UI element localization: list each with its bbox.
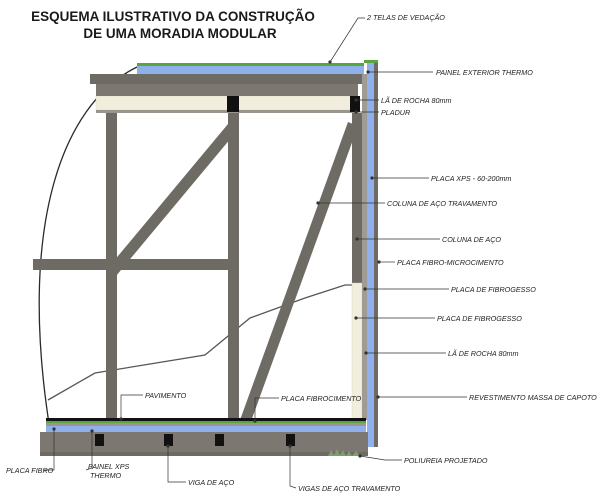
section-cut-line bbox=[47, 284, 355, 401]
steel-diagonal-brace-left bbox=[108, 124, 236, 276]
steel-column-right bbox=[352, 113, 362, 283]
leader-dot-placa-fibrocimento bbox=[253, 419, 257, 423]
label-placa-fibrogesso-1: PLACA DE FIBROGESSO bbox=[451, 285, 536, 294]
label-la-rocha-bottom: LÃ DE ROCHA 80mm bbox=[448, 349, 518, 358]
steel-mid-beam bbox=[33, 259, 230, 270]
wall-exterior-steel bbox=[374, 62, 378, 447]
label-coluna-aco: COLUNA DE AÇO bbox=[442, 235, 501, 244]
label-placa-fibro-microcimento: PLACA FIBRO-MICROCIMENTO bbox=[397, 258, 504, 267]
label-painel-xps-line-1: PAINEL XPS bbox=[88, 462, 129, 471]
leader-lines-right bbox=[318, 17, 467, 461]
floor-fibrocement bbox=[46, 423, 366, 426]
roof-anchor-block-center bbox=[227, 96, 239, 112]
label-vigas-aco-travamento: VIGAS DE AÇO TRAVAMENTO bbox=[298, 484, 401, 493]
roof-green-membrane bbox=[137, 63, 364, 66]
label-pavimento: PAVIMENTO bbox=[145, 391, 187, 400]
label-placa-xps: PLACA XPS - 60-200mm bbox=[431, 174, 511, 183]
wall-xps-panel bbox=[367, 62, 374, 447]
wall-green-membrane bbox=[364, 60, 378, 63]
roof-anchor-block-right bbox=[350, 96, 360, 112]
label-revestimento-capoto: REVESTIMENTO MASSA DE CAPOTO bbox=[469, 393, 597, 402]
wall-fibro-gypsum bbox=[362, 74, 367, 420]
label-telas-vedacao: 2 TELAS DE VEDAÇÃO bbox=[366, 13, 445, 22]
label-coluna-aco-travamento: COLUNA DE AÇO TRAVAMENTO bbox=[387, 199, 497, 208]
label-viga-aco: VIGA DE AÇO bbox=[188, 478, 235, 487]
leader-dots-bottom bbox=[52, 427, 292, 448]
diagram-title-line-2: DE UMA MORADIA MODULAR bbox=[83, 26, 276, 41]
steel-diagonal-brace-right bbox=[240, 122, 358, 424]
label-painel-exterior-thermo: PAINEL EXTERIOR THERMO bbox=[436, 68, 533, 77]
roof-xps-panel bbox=[137, 66, 364, 74]
floor-steel-beam-4 bbox=[286, 434, 295, 446]
roof-arc-outline bbox=[38, 66, 138, 431]
leader-lines-bottom bbox=[44, 429, 297, 489]
floor-xps-panel bbox=[46, 426, 366, 432]
polyurea-coating bbox=[328, 449, 360, 456]
label-painel-xps-line-2: THERMO bbox=[90, 471, 122, 480]
floor-steel-lower bbox=[40, 452, 368, 456]
label-pladur: PLADUR bbox=[381, 108, 410, 117]
floor-green-membrane bbox=[46, 421, 366, 423]
label-placa-fibro: PLACA FIBRO bbox=[6, 466, 54, 475]
label-poliureia: POLIUREIA PROJETADO bbox=[404, 456, 488, 465]
roof-steel-beam bbox=[90, 74, 364, 84]
floor-black-pavement bbox=[46, 418, 366, 421]
floor-steel-beam-2 bbox=[164, 434, 173, 446]
label-placa-fibrogesso-2: PLACA DE FIBROGESSO bbox=[437, 314, 522, 323]
steel-column-center bbox=[228, 113, 239, 421]
leader-dot-pavimento bbox=[119, 417, 123, 421]
roof-lower-steel bbox=[96, 84, 358, 96]
leader-dots-right bbox=[316, 60, 381, 458]
floor-steel-beam-1 bbox=[95, 434, 104, 446]
diagram-title-line-1: ESQUEMA ILUSTRATIVO DA CONSTRUÇÃO bbox=[31, 9, 315, 24]
label-placa-fibrocimento: PLACA FIBROCIMENTO bbox=[281, 394, 362, 403]
label-la-rocha-top: LÃ DE ROCHA 80mm bbox=[381, 96, 451, 105]
floor-steel-beam-3 bbox=[215, 434, 224, 446]
leader-lines-floor bbox=[120, 394, 279, 421]
